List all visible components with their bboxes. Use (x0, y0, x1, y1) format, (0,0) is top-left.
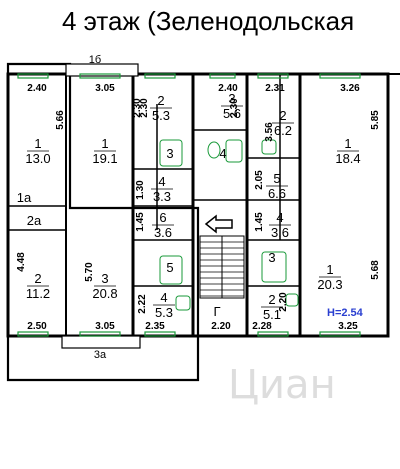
dimension-label: 2.30 (229, 98, 240, 118)
height-note: H=2.54 (327, 307, 364, 319)
dimension-label: 2.40 (27, 83, 47, 94)
room-number: 5 (166, 260, 173, 275)
room-area: 18.4 (335, 151, 360, 166)
dimension-label: 2.20 (278, 292, 289, 312)
room-number: 2 (157, 93, 164, 108)
dimension-label: 5.85 (370, 110, 381, 130)
balcony-label-1b: 1б (89, 54, 101, 66)
room-area: 20.3 (317, 277, 342, 292)
room-number: 4 (158, 174, 165, 189)
dimension-label: 1.30 (135, 180, 146, 200)
room-area: 11.2 (26, 286, 50, 301)
room-number: 2а (27, 213, 42, 228)
dimension-label: 2.40 (218, 83, 238, 94)
room-number: 2 (268, 292, 275, 307)
dimension-label: 2.31 (265, 83, 285, 94)
room-area: 20.8 (92, 286, 117, 301)
room-number: 1 (344, 136, 351, 151)
room-number: 4 (276, 210, 283, 225)
room-area: 3.6 (271, 225, 289, 240)
dimension-label: 2.28 (252, 321, 272, 332)
dimension-label: 2.20 (211, 321, 231, 332)
fixtures (159, 139, 299, 311)
room-number: 1 (34, 136, 41, 151)
dimension-label: 3.56 (264, 122, 275, 142)
room-number: 4 (219, 146, 226, 161)
room-area: 3.6 (154, 225, 172, 240)
room-number: 3 (166, 146, 173, 161)
room-area: 6.2 (274, 123, 292, 138)
room-area: 6.6 (268, 186, 286, 201)
balcony-label-3a: 3а (94, 349, 107, 361)
dimension-label: 2.35 (145, 321, 165, 332)
stair-label: Г (213, 304, 220, 319)
dimension-label: 3.05 (95, 83, 115, 94)
entrance-arrow-icon (204, 214, 233, 234)
dimension-label: 4.48 (16, 252, 27, 272)
room-area: 19.1 (92, 151, 117, 166)
room-area: 3.3 (153, 189, 171, 204)
walls (6, 72, 400, 338)
room-number: 1 (326, 262, 333, 277)
room-number: 2 (279, 108, 286, 123)
room-number: 5 (273, 171, 280, 186)
room-area: 5.3 (155, 305, 173, 320)
dimension-label: 2.22 (137, 294, 148, 314)
balcony-bottom (61, 335, 141, 349)
room-labels: 113.0119.125.3335.6426.2118.443.356.61а2… (17, 91, 361, 322)
dimension-label: 5.68 (370, 260, 381, 280)
watermark-text: Циан (228, 362, 336, 408)
room-number: 2 (34, 271, 41, 286)
room-area: 5.1 (263, 307, 281, 322)
dimension-label: 2.30 (132, 98, 143, 118)
dimension-label: 2.50 (27, 321, 47, 332)
room-number: 6 (159, 210, 166, 225)
room-number: 4 (160, 290, 167, 305)
dimension-label: 3.26 (340, 83, 360, 94)
balcony-top (65, 63, 139, 77)
room-area: 13.0 (25, 151, 50, 166)
dimension-label: 2.30 (139, 98, 150, 118)
room-area: 5.6 (223, 106, 241, 121)
dimension-label: 3.25 (338, 321, 358, 332)
room-number: 3 (268, 250, 275, 265)
room-area: 5.3 (152, 108, 170, 123)
dimension-label: 5.66 (55, 110, 66, 130)
room-number: 3 (101, 271, 108, 286)
dimension-label: 3.05 (95, 321, 115, 332)
dimension-label: 1.45 (135, 212, 146, 232)
dimension-label: 5.70 (84, 262, 95, 282)
dimension-label: 1.45 (254, 212, 265, 232)
room-number: 1а (17, 190, 32, 205)
stair-steps (200, 241, 244, 297)
room-number: 3 (228, 91, 235, 106)
windows (17, 73, 361, 337)
dimension-label: 2.05 (254, 170, 265, 190)
stairwell (199, 235, 245, 299)
page-title: 4 этаж (Зеленодольская (62, 6, 355, 36)
room-number: 1 (101, 136, 108, 151)
